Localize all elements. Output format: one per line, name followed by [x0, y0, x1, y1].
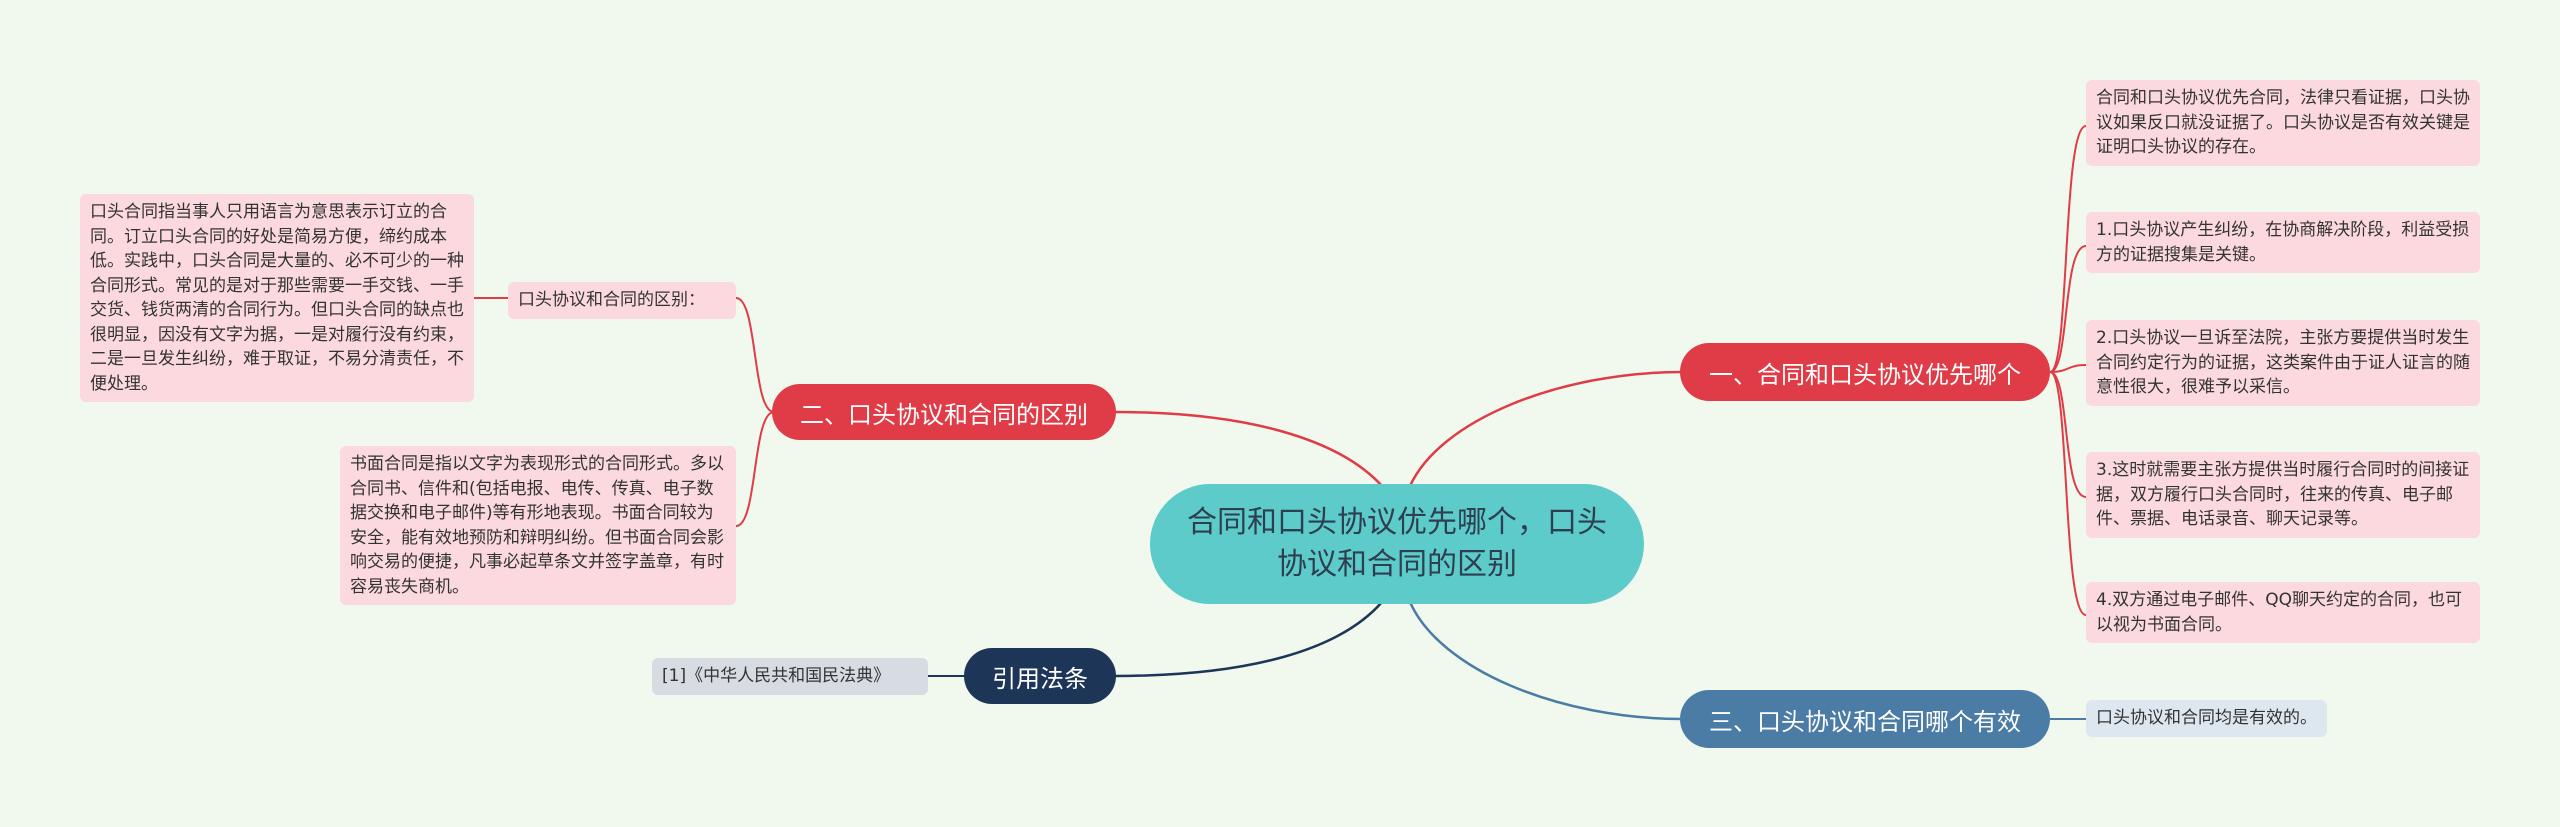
- branch-citation-label: 引用法条: [992, 664, 1088, 693]
- priority-item-2-text: 1.口头协议产生纠纷，在协商解决阶段，利益受损方的证据搜集是关键。: [2096, 220, 2470, 265]
- center-topic[interactable]: 合同和口头协议优先哪个，口头协议和合同的区别: [1150, 484, 1644, 604]
- link-priority-5: [2049, 371, 2087, 616]
- priority-item-5-text: 4.双方通过电子邮件、QQ聊天约定的合同，也可以视为书面合同。: [2096, 590, 2462, 635]
- priority-item-3[interactable]: 2.口头协议一旦诉至法院，主张方要提供当时发生合同约定行为的证据，这类案件由于证…: [2086, 320, 2480, 406]
- center-title: 合同和口头协议优先哪个，口头协议和合同的区别: [1187, 505, 1607, 582]
- citation-item-text: [1]《中华人民共和国民法典》: [662, 666, 891, 686]
- priority-item-4-text: 3.这时就需要主张方提供当时履行合同时的间接证据，双方履行口头合同时，往来的传真…: [2096, 460, 2470, 529]
- link-center-priority: [1408, 370, 1683, 487]
- branch-difference-label: 二、口头协议和合同的区别: [800, 400, 1088, 429]
- citation-item[interactable]: [1]《中华人民共和国民法典》: [652, 658, 928, 695]
- link-center-validity: [1408, 601, 1683, 721]
- priority-item-3-text: 2.口头协议一旦诉至法院，主张方要提供当时发生合同约定行为的证据，这类案件由于证…: [2096, 328, 2470, 397]
- branch-priority-label: 一、合同和口头协议优先哪个: [1709, 360, 2021, 389]
- difference-written-detail-text: 书面合同是指以文字为表现形式的合同形式。多以合同书、信件和(包括电报、电传、传真…: [350, 454, 724, 597]
- link-priority-4: [2049, 371, 2087, 498]
- link-priority-2: [2049, 245, 2087, 373]
- branch-priority[interactable]: 一、合同和口头协议优先哪个: [1680, 343, 2050, 401]
- priority-item-2[interactable]: 1.口头协议产生纠纷，在协商解决阶段，利益受损方的证据搜集是关键。: [2086, 212, 2480, 273]
- branch-citation[interactable]: 引用法条: [964, 648, 1116, 704]
- branch-difference[interactable]: 二、口头协议和合同的区别: [772, 384, 1116, 440]
- validity-item-text: 口头协议和合同均是有效的。: [2096, 708, 2317, 728]
- difference-oral-detail-text: 口头合同指当事人只用语言为意思表示订立的合同。订立口头合同的好处是简易方便，缔约…: [90, 202, 464, 394]
- priority-item-1-text: 合同和口头协议优先合同，法律只看证据，口头协议如果反口就没证据了。口头协议是否有…: [2096, 88, 2470, 157]
- difference-written-detail[interactable]: 书面合同是指以文字为表现形式的合同形式。多以合同书、信件和(包括电报、电传、传真…: [340, 446, 736, 605]
- link-center-citation: [1113, 601, 1383, 678]
- link-priority-1: [2049, 125, 2087, 373]
- link-difference-sub: [735, 297, 775, 413]
- difference-sub-label-text: 口头协议和合同的区别：: [518, 290, 705, 310]
- link-priority-3: [2049, 364, 2087, 373]
- link-difference-written: [735, 411, 775, 527]
- difference-sub-label[interactable]: 口头协议和合同的区别：: [508, 282, 736, 319]
- branch-validity[interactable]: 三、口头协议和合同哪个有效: [1680, 690, 2050, 748]
- priority-item-4[interactable]: 3.这时就需要主张方提供当时履行合同时的间接证据，双方履行口头合同时，往来的传真…: [2086, 452, 2480, 538]
- link-center-difference: [1113, 410, 1383, 487]
- validity-item[interactable]: 口头协议和合同均是有效的。: [2086, 700, 2327, 737]
- priority-item-5[interactable]: 4.双方通过电子邮件、QQ聊天约定的合同，也可以视为书面合同。: [2086, 582, 2480, 643]
- difference-oral-detail[interactable]: 口头合同指当事人只用语言为意思表示订立的合同。订立口头合同的好处是简易方便，缔约…: [80, 194, 474, 402]
- priority-item-1[interactable]: 合同和口头协议优先合同，法律只看证据，口头协议如果反口就没证据了。口头协议是否有…: [2086, 80, 2480, 166]
- branch-validity-label: 三、口头协议和合同哪个有效: [1709, 707, 2021, 736]
